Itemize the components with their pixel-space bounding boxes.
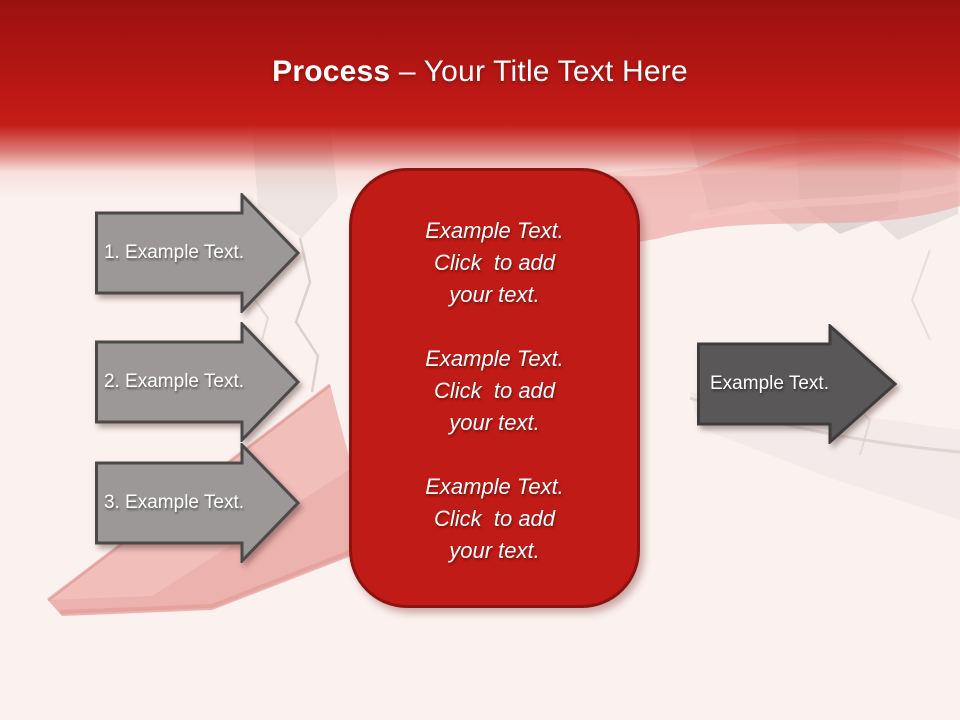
slide-title[interactable]: Process – Your Title Text Here <box>0 55 960 89</box>
paragraph-line: your text. <box>449 410 540 435</box>
slide-title-keyword: Process <box>272 55 391 88</box>
right-arrow-shape-icon <box>95 322 300 442</box>
output-arrow[interactable]: Example Text. <box>697 324 897 444</box>
step-arrow-3-label: 3. Example Text. <box>103 492 245 513</box>
center-paragraph-3: Example Text. Click to add your text. <box>370 471 619 567</box>
paragraph-line: your text. <box>449 282 540 307</box>
paragraph-line: Click to add <box>433 506 556 531</box>
step-arrow-2-label: 2. Example Text. <box>103 371 245 392</box>
center-paragraph-1: Example Text. Click to add your text. <box>370 215 619 311</box>
header-band: Process – Your Title Text Here <box>0 0 960 200</box>
bg-crack-line <box>294 237 320 393</box>
step-arrow-3[interactable]: 3. Example Text. <box>95 443 300 563</box>
center-text-box[interactable]: Example Text. Click to add your text. Ex… <box>349 168 640 608</box>
bg-crack-line <box>254 299 270 341</box>
paragraph-line: Click to add <box>433 250 556 275</box>
output-arrow-label: Example Text. <box>710 373 829 394</box>
bg-red-arrow-edge <box>59 543 369 614</box>
step-arrow-1-label: 1. Example Text. <box>103 242 245 263</box>
step-arrow-2[interactable]: 2. Example Text. <box>95 322 300 442</box>
slide-title-text: Your Title Text Here <box>423 55 688 88</box>
paragraph-line: Example Text. <box>425 346 564 371</box>
bg-crack-line <box>910 249 931 341</box>
paragraph-line: Example Text. <box>425 474 564 499</box>
slide-title-separator: – <box>398 55 416 88</box>
paragraph-line: your text. <box>449 538 540 563</box>
right-arrow-shape-icon <box>697 324 897 444</box>
step-arrow-1[interactable]: 1. Example Text. <box>95 193 300 313</box>
paragraph-line: Click to add <box>433 378 556 403</box>
center-paragraph-2: Example Text. Click to add your text. <box>370 343 619 439</box>
right-arrow-shape-icon <box>95 443 300 563</box>
paragraph-line: Example Text. <box>425 218 564 243</box>
right-arrow-shape-icon <box>95 193 300 313</box>
